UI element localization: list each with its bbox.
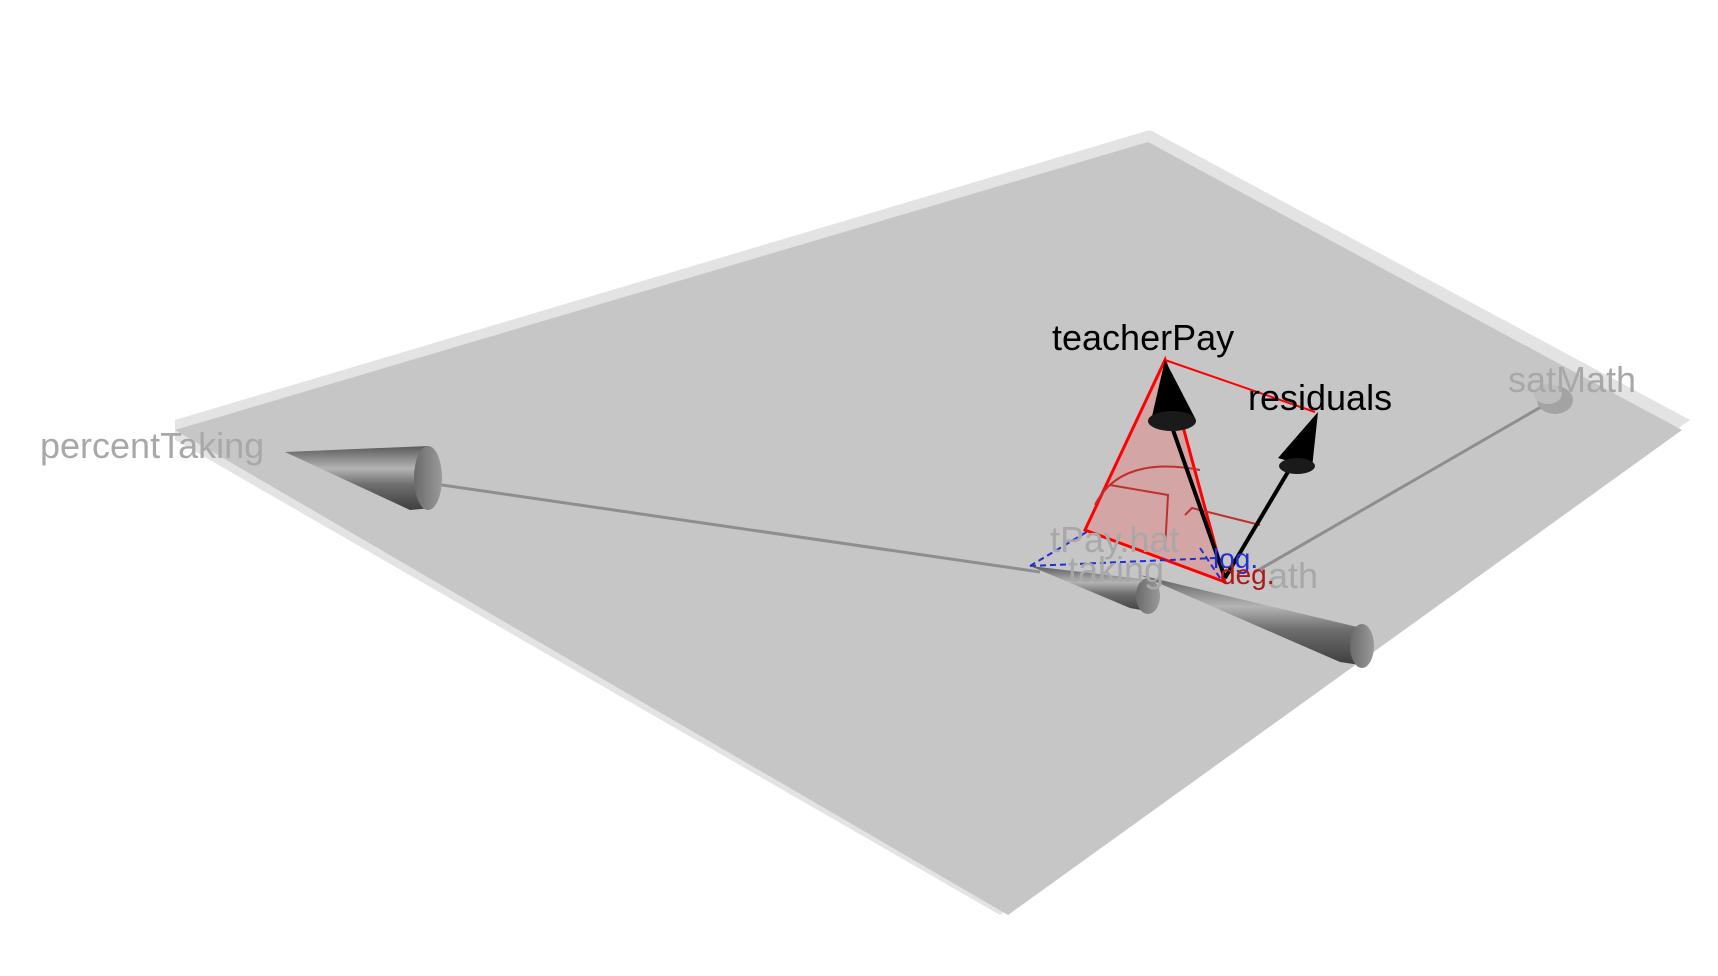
projection-triangle [1082, 355, 1228, 585]
percent-taking-projection-cone [1030, 566, 1160, 614]
right-angle-mark-1 [1109, 484, 1170, 551]
sat-math-projection-label: ath [1268, 555, 1318, 596]
sat-math-label: satMath [1508, 359, 1636, 400]
residuals-label: residuals [1248, 377, 1392, 418]
percent-taking-projection-label: taking [1068, 549, 1164, 590]
angle-arc-mark [1094, 465, 1201, 506]
sat-math-projection-cone [1140, 575, 1374, 668]
log-marker-label: log. [1213, 543, 1258, 574]
percent-taking-cone [285, 446, 442, 510]
sat-math-axis-line [1254, 394, 1561, 574]
residuals-arrow [1223, 412, 1318, 580]
teacher-pay-arrow [1148, 360, 1227, 579]
percent-taking-label: percentTaking [40, 425, 264, 466]
teacher-pay-label: teacherPay [1052, 317, 1234, 358]
right-angle-mark-2 [1184, 506, 1261, 526]
sat-math-cone [1534, 384, 1573, 414]
percent-taking-axis-line [379, 474, 1041, 574]
projection-lines [1029, 529, 1221, 579]
residual-top-edge [1164, 359, 1316, 413]
deg-marker-label: deg. [1220, 559, 1275, 590]
regression-plane [175, 142, 1682, 915]
teacher-pay-hat-label: tPay.hat [1050, 519, 1179, 560]
